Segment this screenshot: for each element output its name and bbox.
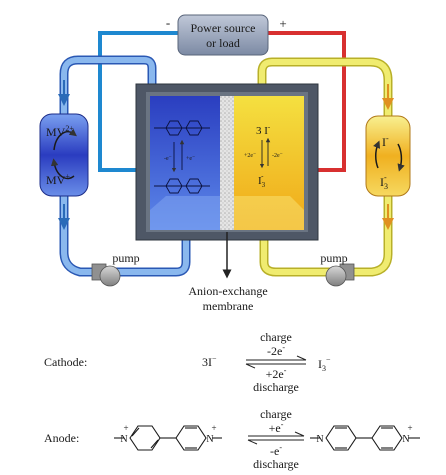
anode-reverse-arrowhead: [247, 439, 258, 445]
cathode-label: Cathode:: [44, 355, 87, 369]
right-pump-label: pump: [320, 251, 347, 265]
right-tank-top-label: I: [382, 135, 386, 149]
anode-top-electrons-sup: -: [281, 420, 284, 429]
anode-right-plus: +: [407, 423, 412, 433]
electric-wires: [98, 31, 346, 172]
anode-left-n1: N: [120, 434, 127, 445]
left-tank-top-label: MV: [46, 125, 66, 139]
viologen-radical-structure: [310, 425, 420, 451]
anode-right-n1: N: [316, 434, 323, 445]
svg-text:+e-: +e-: [269, 420, 284, 435]
cathode-top-electrons: -2e: [267, 344, 282, 358]
right-tank-top-sup: -: [386, 134, 389, 143]
svg-text:+2e-: +2e-: [266, 366, 287, 381]
catholyte-loop: [257, 57, 393, 277]
cathode-left-sup: −: [212, 354, 217, 363]
cathode-right-species: I: [318, 357, 322, 371]
right-tank: I- I3-: [365, 115, 411, 197]
svg-text:MV2+: MV2+: [46, 124, 74, 139]
right-tank-bottom-sub: 3: [384, 182, 388, 191]
viologen-molecules: [154, 120, 210, 194]
power-label-line2: or load: [206, 36, 240, 50]
left-tank-bottom-sup: +: [65, 172, 70, 181]
cell-right-bottom-species: I: [258, 175, 262, 187]
cell-right-e-minus: -2e⁻: [272, 153, 283, 159]
membrane-label-line2: membrane: [203, 299, 254, 313]
flow-arrows: [58, 80, 394, 230]
power-source-box: Power source or load - +: [166, 14, 287, 56]
anode-forward-arrowhead: [294, 431, 305, 437]
anode-charge-label: charge: [260, 407, 292, 421]
plus-terminal: +: [279, 16, 286, 31]
cathode-right-sup: −: [326, 355, 331, 364]
anode-left-plus1: +: [123, 423, 128, 433]
anode-bottom-electrons: -e: [270, 444, 279, 458]
cathode-forward-arrowhead: [296, 355, 307, 361]
anode-left-n2: N: [206, 434, 213, 445]
cathode-discharge-label: discharge: [253, 380, 299, 394]
cell-left-e-plus: +e⁻: [186, 156, 195, 162]
anode-reaction: Anode: N + N + charge +e- -e- discharge: [44, 407, 420, 471]
membrane-label-line1: Anion-exchange: [188, 284, 267, 298]
svg-text:3 I-: 3 I-: [256, 123, 271, 137]
electrochemical-cell: [135, 83, 319, 241]
svg-text:-e-: -e-: [270, 443, 282, 458]
svg-text:I-: I-: [382, 134, 389, 149]
cathode-reaction: Cathode: 3I− charge -2e- +2e- discharge …: [44, 330, 331, 394]
anode-top-electrons: +e: [269, 421, 281, 435]
right-tank-bottom-label: I: [380, 175, 384, 189]
cathode-left-species: 3I: [202, 355, 212, 369]
svg-text:3I−: 3I−: [202, 354, 217, 369]
cell-right-top-species: 3 I: [256, 125, 268, 137]
anolyte-loop: [59, 55, 191, 277]
cell-right-bottom-sub: 3: [262, 181, 266, 189]
svg-text:I3−: I3−: [318, 355, 331, 373]
anode-discharge-label: discharge: [253, 457, 299, 471]
svg-text:-2e-: -2e-: [267, 343, 285, 358]
left-pump-label: pump: [112, 251, 139, 265]
cell-right-top-sup: -: [268, 123, 271, 131]
cathode-charge-label: charge: [260, 330, 292, 344]
cell-right-e-plus: +2e⁻: [244, 153, 256, 159]
anode-right-n2: N: [402, 434, 409, 445]
viologen-dication-structure: [114, 425, 222, 451]
cathode-right-sub: 3: [322, 364, 326, 373]
anode-label: Anode:: [44, 431, 79, 445]
minus-terminal: -: [166, 15, 170, 30]
positive-wire: [268, 31, 346, 172]
membrane: [220, 96, 234, 230]
cathode-bottom-electrons: +2e: [266, 367, 284, 381]
cathode-reverse-arrowhead: [245, 363, 256, 369]
svg-text:I3-: I3-: [380, 173, 388, 191]
right-tank-bottom-sup: -: [384, 173, 387, 182]
negative-wire: [98, 31, 178, 172]
left-tank: MV2+ MV+: [39, 113, 89, 197]
left-pump: pump: [91, 251, 140, 287]
anode-bottom-electrons-sup: -: [279, 443, 282, 452]
left-tank-top-sup: 2+: [65, 124, 74, 133]
left-tank-bottom-label: MV: [46, 173, 66, 187]
svg-text:MV+: MV+: [46, 172, 70, 187]
cathode-top-electrons-sup: -: [282, 343, 285, 352]
svg-text:I3-: I3-: [258, 172, 266, 189]
cathode-bottom-electrons-sup: -: [284, 366, 287, 375]
anode-left-plus2: +: [211, 423, 216, 433]
power-label-line1: Power source: [191, 21, 256, 35]
cell-right-bottom-sup: -: [261, 172, 264, 180]
cell-left-e-minus: -e⁻: [164, 156, 172, 162]
right-pump: pump: [320, 251, 355, 287]
